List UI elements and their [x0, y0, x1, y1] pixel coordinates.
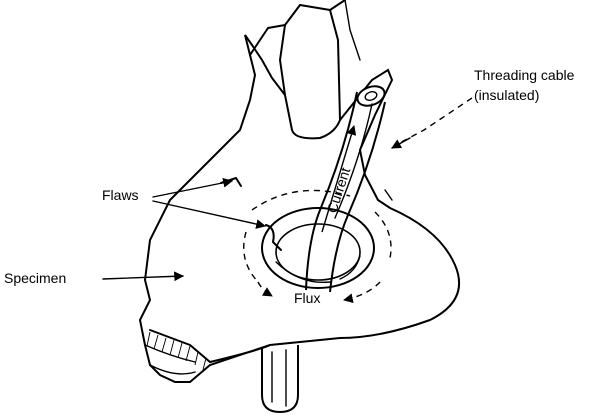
flaws-label: Flaws	[102, 187, 139, 203]
cable-bottom-stub	[262, 345, 298, 412]
specimen-label: Specimen	[4, 270, 66, 286]
cable-leader-arrow	[392, 138, 410, 148]
flux-label: Flux	[294, 290, 320, 306]
cable-leader-dashed	[394, 98, 472, 146]
threading-cable-label: Threading cable	[474, 67, 575, 83]
specimen-body	[140, 0, 459, 382]
threading-cable-sublabel: (insulated)	[474, 87, 539, 103]
